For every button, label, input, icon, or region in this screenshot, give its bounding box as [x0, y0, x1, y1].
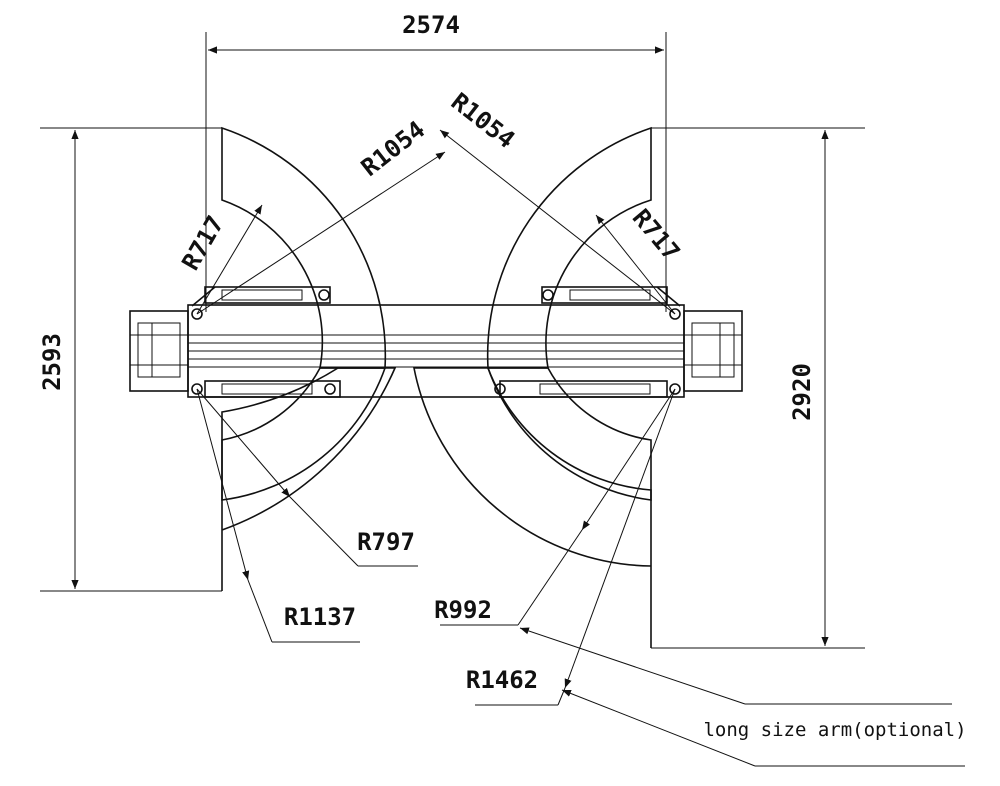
top-width-label: 2574 — [402, 11, 460, 39]
radius-label-r1054-left: R1054 — [356, 115, 430, 182]
right-height-label: 2920 — [788, 363, 816, 421]
right-bottom-swing-area — [486, 367, 652, 501]
long-arm-note: long size arm(optional) — [703, 719, 966, 741]
right-post — [683, 310, 743, 392]
dimension-lines — [40, 32, 965, 767]
radius-label-r717-left: R717 — [176, 211, 229, 275]
left-post — [129, 310, 189, 392]
right-long-arm-swing-area — [413, 367, 652, 648]
radius-label-r797: R797 — [357, 528, 415, 556]
radius-label-r1462: R1462 — [466, 666, 538, 694]
right-lower-arm — [494, 380, 681, 398]
right-top-swing-area — [486, 126, 652, 369]
left-long-arm-swing-area — [221, 367, 397, 591]
lift-frame — [129, 286, 743, 398]
left-height-label: 2593 — [38, 333, 66, 391]
left-upper-arm — [191, 286, 331, 320]
left-bottom-swing-area — [221, 367, 387, 501]
left-lower-arm — [191, 380, 341, 398]
radius-label-r1054-right: R1054 — [446, 87, 520, 154]
right-upper-arm — [541, 286, 681, 320]
radius-label-r1137: R1137 — [284, 603, 356, 631]
radius-label-r717-right: R717 — [627, 204, 686, 266]
radius-label-r992: R992 — [434, 596, 492, 624]
